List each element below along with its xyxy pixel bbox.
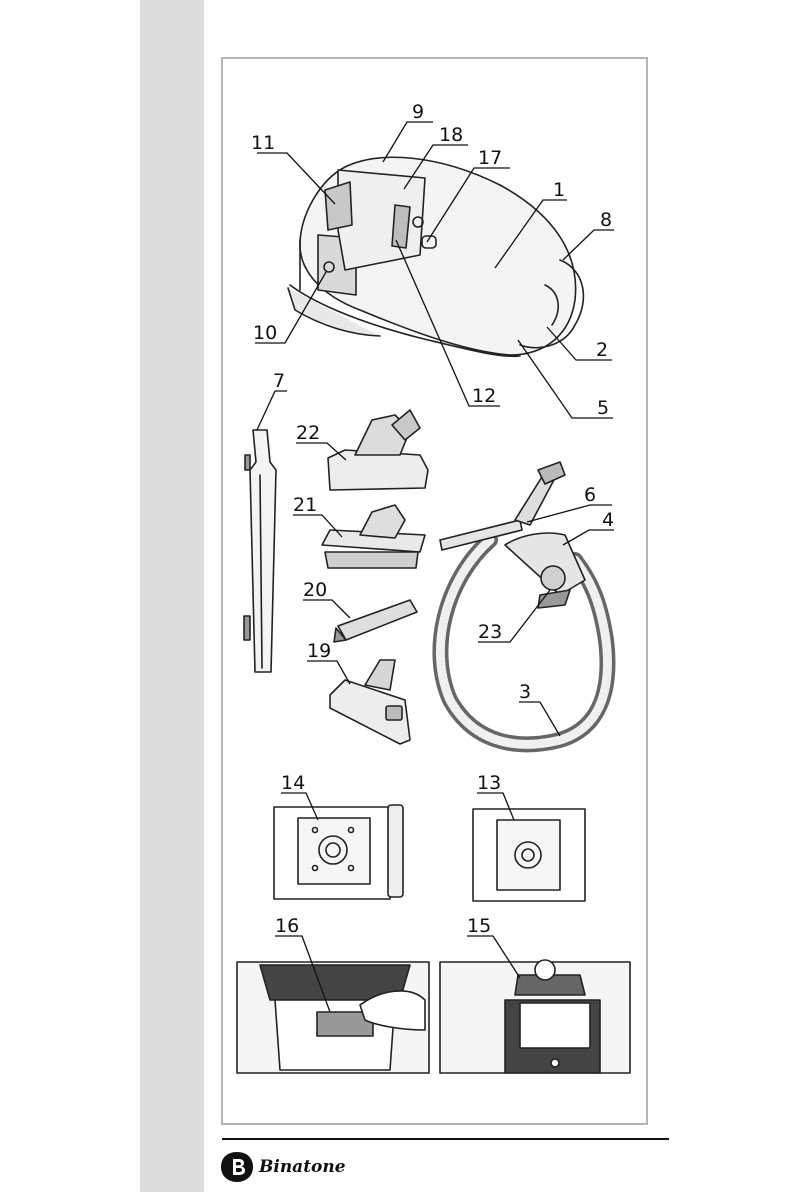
svg-text:5: 5 [597,397,609,419]
callout-4: 4 [563,509,614,545]
svg-text:12: 12 [472,385,496,407]
crevice-tool-illustration [334,600,417,642]
svg-text:9: 9 [412,101,424,123]
svg-text:20: 20 [303,579,327,601]
svg-text:22: 22 [296,422,320,444]
svg-text:1: 1 [553,179,565,201]
telescopic-tube-illustration [244,430,276,672]
turbo-brush-illustration [328,410,428,490]
cloth-bag-illustration [274,805,403,899]
svg-text:15: 15 [467,915,491,937]
svg-text:16: 16 [275,915,299,937]
svg-text:10: 10 [253,322,277,344]
svg-text:23: 23 [478,621,502,643]
footer-rule [222,1138,669,1140]
svg-text:14: 14 [281,772,305,794]
callout-8: 8 [563,209,614,260]
floor-nozzle-illustration [330,660,410,744]
filter-photo-16 [237,962,429,1073]
binatone-logo-icon [219,1150,255,1184]
callout-19: 19 [307,640,350,684]
callout-9: 9 [383,101,433,162]
callout-20: 20 [303,579,350,618]
brand-name: Binatone [259,1157,346,1177]
vacuum-body-illustration [288,157,583,356]
filter-photo-15 [440,960,630,1073]
upholstery-brush-illustration [322,505,425,568]
svg-text:13: 13 [477,772,501,794]
brand-logo: Binatone [219,1150,346,1184]
svg-text:2: 2 [596,339,608,361]
svg-text:8: 8 [600,209,612,231]
svg-text:4: 4 [602,509,614,531]
svg-text:7: 7 [273,370,285,392]
callout-3: 3 [519,681,560,736]
paper-bag-illustration [473,809,585,901]
svg-text:6: 6 [584,484,596,506]
svg-text:21: 21 [293,494,317,516]
callout-7: 7 [257,370,287,430]
svg-text:19: 19 [307,640,331,662]
svg-text:17: 17 [478,147,502,169]
svg-text:11: 11 [251,132,275,154]
svg-text:3: 3 [519,681,531,703]
svg-text:18: 18 [439,124,463,146]
